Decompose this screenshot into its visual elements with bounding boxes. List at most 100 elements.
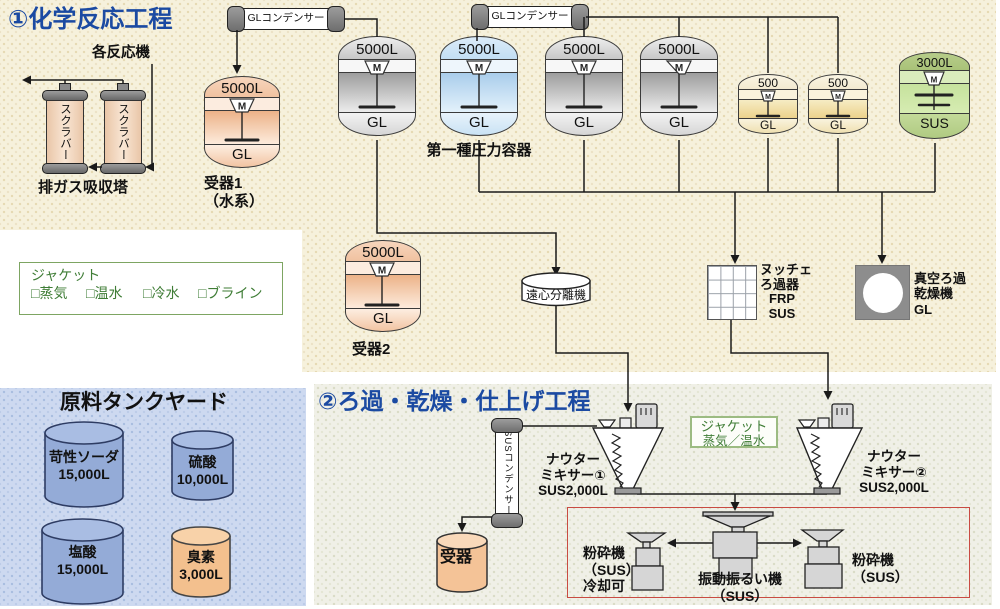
scrubber-2: スクラバー: [100, 83, 146, 175]
sus-condenser: SUSコンデンサー: [491, 418, 523, 528]
vessel-500-2: 500 GL: [808, 74, 868, 134]
receiver-vessel-1: 5000L GL: [204, 76, 280, 168]
condenser-cap: [471, 4, 489, 30]
nutsche-label-jp: ヌッチェ ろ過器: [760, 262, 813, 293]
jacket2-subtitle: 蒸気／温水: [702, 434, 766, 448]
condenser-cap: [491, 513, 523, 528]
vacuum-filter-dryer: [855, 265, 910, 320]
nutsche-label-material: FRP SUS: [768, 291, 796, 322]
nauta-mixer2-spec: SUS2,000L: [859, 480, 929, 495]
vessel-body: [899, 83, 970, 115]
tank-name: 硫酸: [188, 454, 217, 470]
nutsche-filter: [707, 265, 757, 320]
jacket-legend-box: ジャケット □蒸気 □温水 □冷水 □ブライン: [19, 262, 283, 315]
vessel-capacity: 5000L: [640, 36, 718, 60]
vessel-3000-sus: 3000L SUS: [899, 52, 970, 139]
gl-condenser-2: GLコンデンサー: [471, 4, 589, 30]
scrubber-bottom-cap: [42, 163, 88, 174]
condenser-cap: [491, 418, 523, 433]
vessel-capacity: 500: [738, 74, 798, 90]
sieve-label: 振動振るい機 （SUS）: [698, 571, 782, 604]
reactor-4: 5000L GL: [640, 36, 718, 136]
nauta-mixer1-spec: SUS2,000L: [538, 483, 608, 498]
scrubber-label: スクラバー: [117, 103, 129, 161]
vessel-material: GL: [338, 111, 416, 136]
vessel-material: GL: [204, 143, 280, 168]
jacket-item-hot-water: □温水: [86, 285, 123, 301]
gas-absorber-caption: 排ガス吸収塔: [38, 179, 129, 196]
reactor-2-pressure-vessel: 5000L GL: [440, 36, 518, 136]
vessel-500-1: 500 GL: [738, 74, 798, 134]
scrubber-bottom-cap: [100, 163, 146, 174]
jacket2-box: ジャケット 蒸気／温水: [690, 416, 778, 448]
tank-capacity: 10,000L: [176, 470, 229, 487]
tank-name: 臭素: [187, 549, 215, 565]
vessel-material: GL: [640, 111, 718, 136]
vessel-body: [808, 99, 868, 120]
receiver-vessel-2: 5000L GL: [345, 240, 421, 332]
tank-capacity: 3,000L: [179, 565, 223, 582]
scrubber-body: スクラバー: [104, 100, 142, 164]
scrubber-label: スクラバー: [59, 103, 71, 161]
condenser-label: GLコンデンサー: [241, 8, 331, 30]
tankyard-title: 原料タンクヤード: [60, 391, 228, 414]
vessel-body: [440, 72, 518, 114]
scrubber-body: スクラバー: [46, 100, 84, 164]
jacket2-title: ジャケット: [700, 419, 768, 434]
jacket-item-cold-water: □冷水: [143, 285, 180, 301]
vessel-body: [204, 110, 280, 146]
tank-name: 苛性ソーダ: [49, 449, 119, 465]
reactor-1: 5000L GL: [338, 36, 416, 136]
vessel-body: [338, 72, 416, 114]
condenser-body: SUSコンデンサー: [495, 429, 519, 517]
centrifuge-label: 遠心分離機: [525, 288, 586, 302]
tank-capacity: 15,000L: [56, 560, 109, 577]
vessel-material: GL: [738, 117, 798, 134]
jacket-item-steam: □蒸気: [31, 285, 68, 301]
milling-area-box: [567, 507, 970, 598]
vessel-body: [738, 99, 798, 120]
reactor-3: 5000L GL: [545, 36, 623, 136]
vessel-capacity: 5000L: [338, 36, 416, 60]
receiver-label: 受器: [440, 549, 473, 566]
receiver1-caption: 受器1 （水系）: [204, 175, 265, 210]
vessel-capacity: 5000L: [345, 240, 421, 262]
condenser-cap: [327, 6, 345, 32]
tank-capacity: 15,000L: [58, 465, 110, 482]
pressure-vessel-caption: 第一種圧力容器: [426, 142, 532, 159]
nauta-mixer1-name: ナウター ミキサー①: [540, 452, 606, 483]
vessel-body: [640, 72, 718, 114]
vacuum-dryer-label: 真空ろ過 乾燥機 GL: [914, 271, 967, 317]
vessel-material: GL: [545, 111, 623, 136]
gl-condenser-1: GLコンデンサー: [227, 6, 345, 32]
vessel-body: [545, 72, 623, 114]
condenser-cap: [227, 6, 245, 32]
section2-title: ②ろ過・乾燥・仕上げ工程: [318, 388, 591, 414]
vessel-capacity: 3000L: [899, 52, 970, 71]
crusher-left-label: 粉砕機 （SUS） 冷却可: [583, 545, 640, 595]
crusher-right-label: 粉砕機 （SUS）: [852, 552, 909, 585]
vessel-capacity: 5000L: [204, 76, 280, 98]
jacket-item-brine: □ブライン: [198, 285, 263, 301]
receiver2-caption: 受器2: [352, 341, 391, 358]
condenser-cap: [571, 4, 589, 30]
condenser-label: GLコンデンサー: [485, 6, 575, 28]
tank-name: 塩酸: [68, 544, 97, 560]
vessel-material: GL: [440, 111, 518, 136]
section1-title: ①化学反応工程: [8, 6, 173, 33]
vessel-material: SUS: [899, 112, 970, 139]
vessel-capacity: 5000L: [545, 36, 623, 60]
scrubber-1: スクラバー: [42, 83, 88, 175]
jacket-legend-title: ジャケット: [31, 267, 101, 283]
vessel-body: [345, 274, 421, 310]
vessel-capacity: 500: [808, 74, 868, 90]
vessel-material: GL: [345, 307, 421, 332]
dryer-window: [863, 273, 903, 313]
condenser-label: SUSコンデンサー: [502, 430, 513, 516]
reactors-source-label: 各反応機: [92, 45, 150, 61]
